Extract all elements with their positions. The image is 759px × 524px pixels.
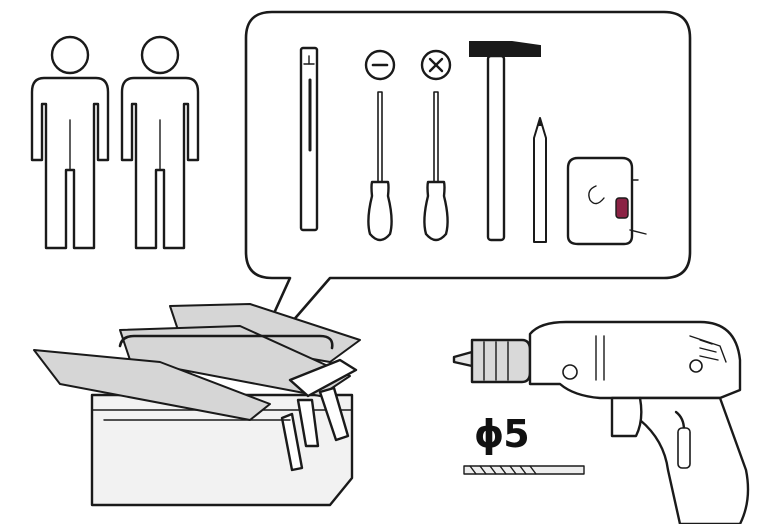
toolbox-icon [33,303,361,507]
hammer-icon [469,41,541,242]
person-icon [120,35,200,250]
tape-measure-icon [566,156,647,246]
flat-screwdriver-icon [364,49,396,242]
person-icon [30,35,110,250]
drill-bit-icon [463,465,585,475]
drill-bit-size-label: ϕ5 [474,412,530,456]
phillips-screwdriver-icon [420,49,452,242]
pencil-icon [533,117,547,243]
drill-icon [452,320,750,524]
measuring-rule-icon [299,46,319,232]
